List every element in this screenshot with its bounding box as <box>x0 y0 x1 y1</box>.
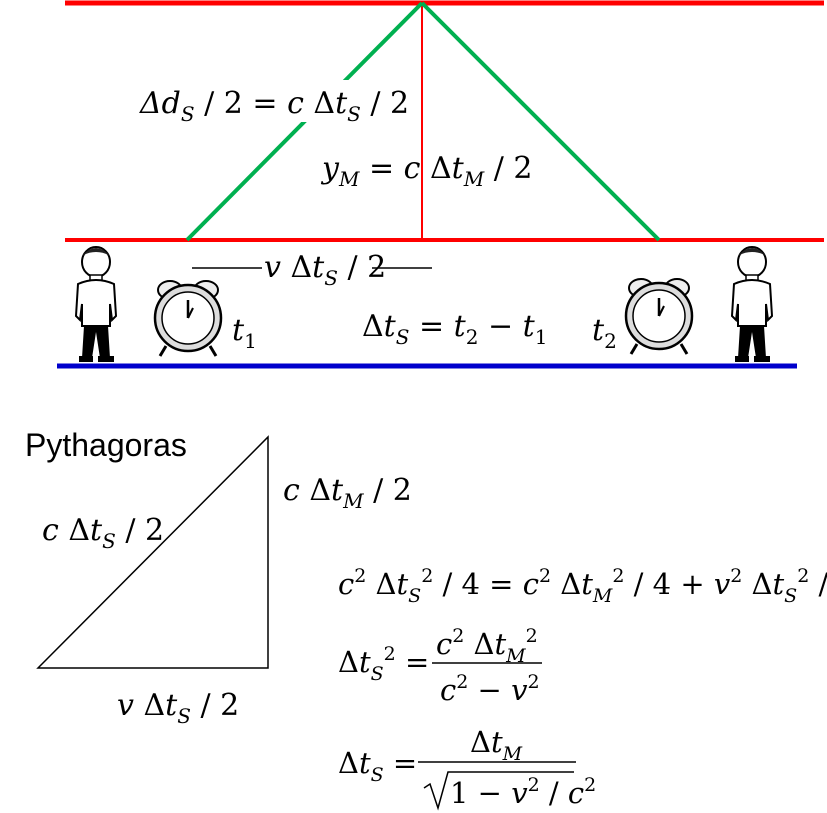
alarm-clock-icon-left <box>153 280 223 357</box>
height-label: yM = c ΔtM / 2 <box>320 151 533 191</box>
svg-text:1 − v2 / c2: 1 − v2 / c2 <box>450 774 596 810</box>
observer-figure-right <box>730 246 774 362</box>
svg-text:ΔtS =: ΔtS = <box>338 746 417 786</box>
svg-text:c2 − v2: c2 − v2 <box>440 671 540 707</box>
dt-definition: ΔtS = t2 − t1 <box>362 309 547 349</box>
section-title: Pythagoras <box>25 427 187 463</box>
pythagoras-section: Pythagoras c ΔtM / 2 c ΔtS / 2 v ΔtS / 2… <box>25 427 827 811</box>
hypotenuse-label: ΔdS / 2 = c ΔtS / 2 <box>139 86 409 126</box>
light-path-right <box>420 1 661 242</box>
svg-text:c2 ΔtM2: c2 ΔtM2 <box>436 625 538 667</box>
triangle-hypotenuse-label: c ΔtS / 2 <box>42 513 164 553</box>
t2-label: t2 <box>592 313 617 353</box>
t1-label: t1 <box>232 313 257 353</box>
base-label-top: v ΔtS / 2 <box>264 250 386 290</box>
observer-figure-left <box>74 246 118 362</box>
equation-time-dilation: ΔtS = ΔtM 1 − v2 / c2 <box>338 725 596 811</box>
label-mask <box>136 80 384 122</box>
triangle-vertical-label: c ΔtM / 2 <box>283 473 412 513</box>
alarm-clock-icon-right <box>624 278 694 355</box>
triangle-base-label: v ΔtS / 2 <box>117 688 239 728</box>
svg-text:ΔtS2 =: ΔtS2 = <box>338 643 429 685</box>
light-clock-scene: ΔdS / 2 = c ΔtS / 2 yM = c ΔtM / 2 v ΔtS… <box>57 0 824 369</box>
svg-text:ΔtM: ΔtM <box>470 725 523 765</box>
equation-pythagoras: c2 ΔtS2 / 4 = c2 ΔtM2 / 4 + v2 ΔtS2 / 4 <box>338 565 827 607</box>
equation-squared-ratio: ΔtS2 = c2 ΔtM2 c2 − v2 <box>338 625 542 707</box>
right-triangle <box>36 435 269 669</box>
